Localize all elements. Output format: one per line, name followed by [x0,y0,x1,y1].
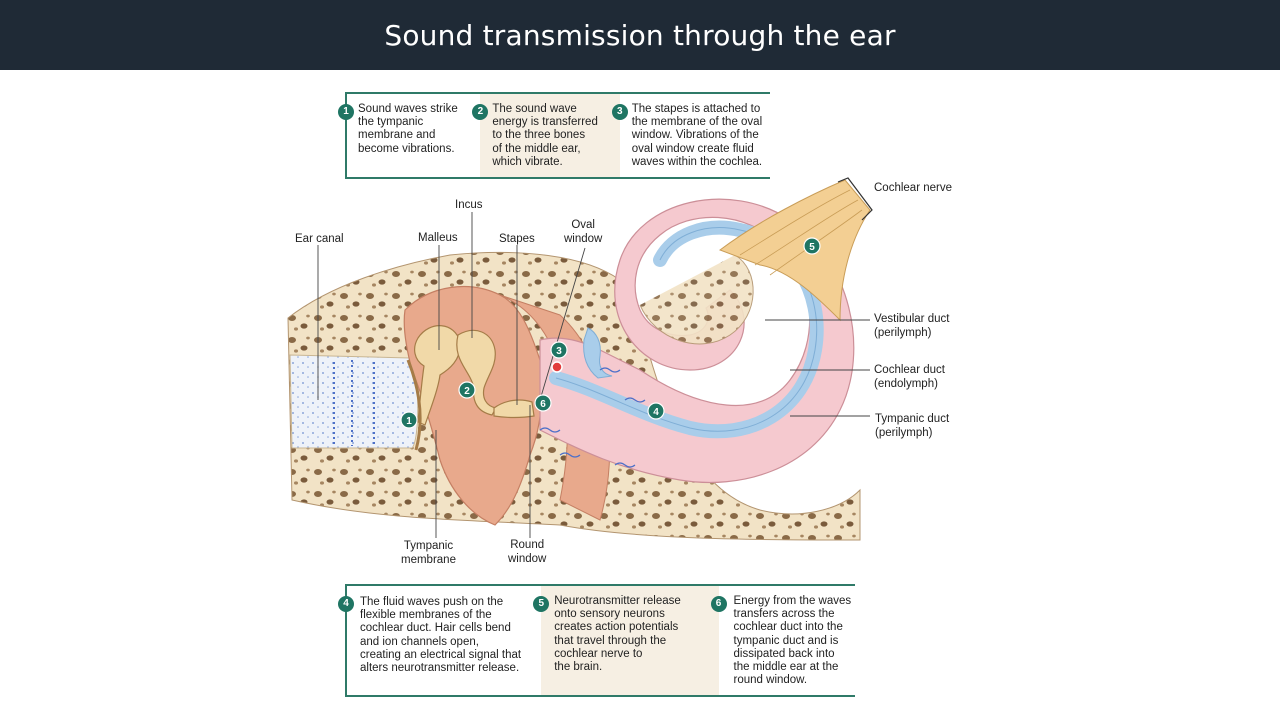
label-tympanic-membrane: Tympanic membrane [401,540,456,566]
step-5-number: 5 [533,596,550,612]
sound-waves [333,360,375,446]
step-4-text: The fluid waves push on the flexible mem… [360,596,522,675]
tympanic-membrane-shape [406,359,422,451]
label-ear-canal: Ear canal [295,233,344,245]
marker-6-circle [534,394,552,412]
step-2-text: The sound wave energy is transferred to … [492,103,598,168]
step-2-number: 2 [472,104,489,120]
label-incus: Incus [455,199,483,211]
leader-lines [317,212,870,538]
nerve-bracket [837,177,873,221]
drawing-markers [400,237,821,429]
top-steps-box: 1 Sound waves strike the tympanic membra… [338,92,771,179]
bottom-steps-box: 4 The fluid waves push on the flexible m… [338,584,855,697]
label-malleus: Malleus [418,232,458,244]
highlight-dot [551,361,563,373]
marker-6: 6 [540,399,546,410]
step-6-number: 6 [710,596,727,612]
marker-1: 1 [406,416,412,427]
label-cochlear-duct: Cochlear duct (endolymph) [874,364,945,390]
step-1: 1 Sound waves strike the tympanic membra… [338,94,481,177]
label-stapes: Stapes [499,233,535,245]
marker-4-circle [647,402,665,420]
step-3-text: The stapes is attached to the membrane o… [631,103,763,168]
step-5-text: Neurotransmitter release onto sensory ne… [554,595,681,674]
step-4: 4 The fluid waves push on the flexible m… [338,586,542,695]
ear-anatomy-illustration: 1 2 3 4 5 6 [287,177,873,541]
step-6-text: Energy from the waves transfers across t… [733,595,852,687]
label-oval-window: Oval window [564,219,603,245]
label-tympanic-duct: Tympanic duct (perilymph) [875,413,950,439]
marker-4: 4 [653,407,659,418]
diagram-area: 1 Sound waves strike the tympanic membra… [0,70,1280,720]
step-6: 6 Energy from the waves transfers across… [710,586,855,695]
step-2: 2 The sound wave energy is transferred t… [472,94,620,177]
step-3: 3 The stapes is attached to the membrane… [611,94,771,177]
fluid-waves [539,367,646,468]
step-4-number: 4 [338,596,354,612]
step-1-number: 1 [338,104,354,120]
label-vestibular-duct: Vestibular duct (perilymph) [874,313,950,339]
incus-bone [456,329,497,416]
marker-5: 5 [809,242,815,253]
step-1-text: Sound waves strike the tympanic membrane… [358,103,458,155]
slide-title: Sound transmission through the ear [384,18,896,52]
label-round-window: Round window [508,539,547,565]
marker-3-circle [550,341,568,359]
marker-2: 2 [464,386,470,397]
marker-3: 3 [556,346,562,357]
label-cochlear-nerve: Cochlear nerve [874,182,952,194]
malleus-bone [414,325,461,426]
oval-window-shape [583,327,613,379]
stapes-bone [493,399,535,419]
step-3-number: 3 [611,104,628,120]
marker-2-circle [458,381,476,399]
marker-1-circle [400,411,418,429]
marker-5-circle [803,237,821,255]
step-5: 5 Neurotransmitter release onto sensory … [533,586,719,695]
title-bar: Sound transmission through the ear [0,0,1280,70]
ear-canal-shape [289,354,419,449]
